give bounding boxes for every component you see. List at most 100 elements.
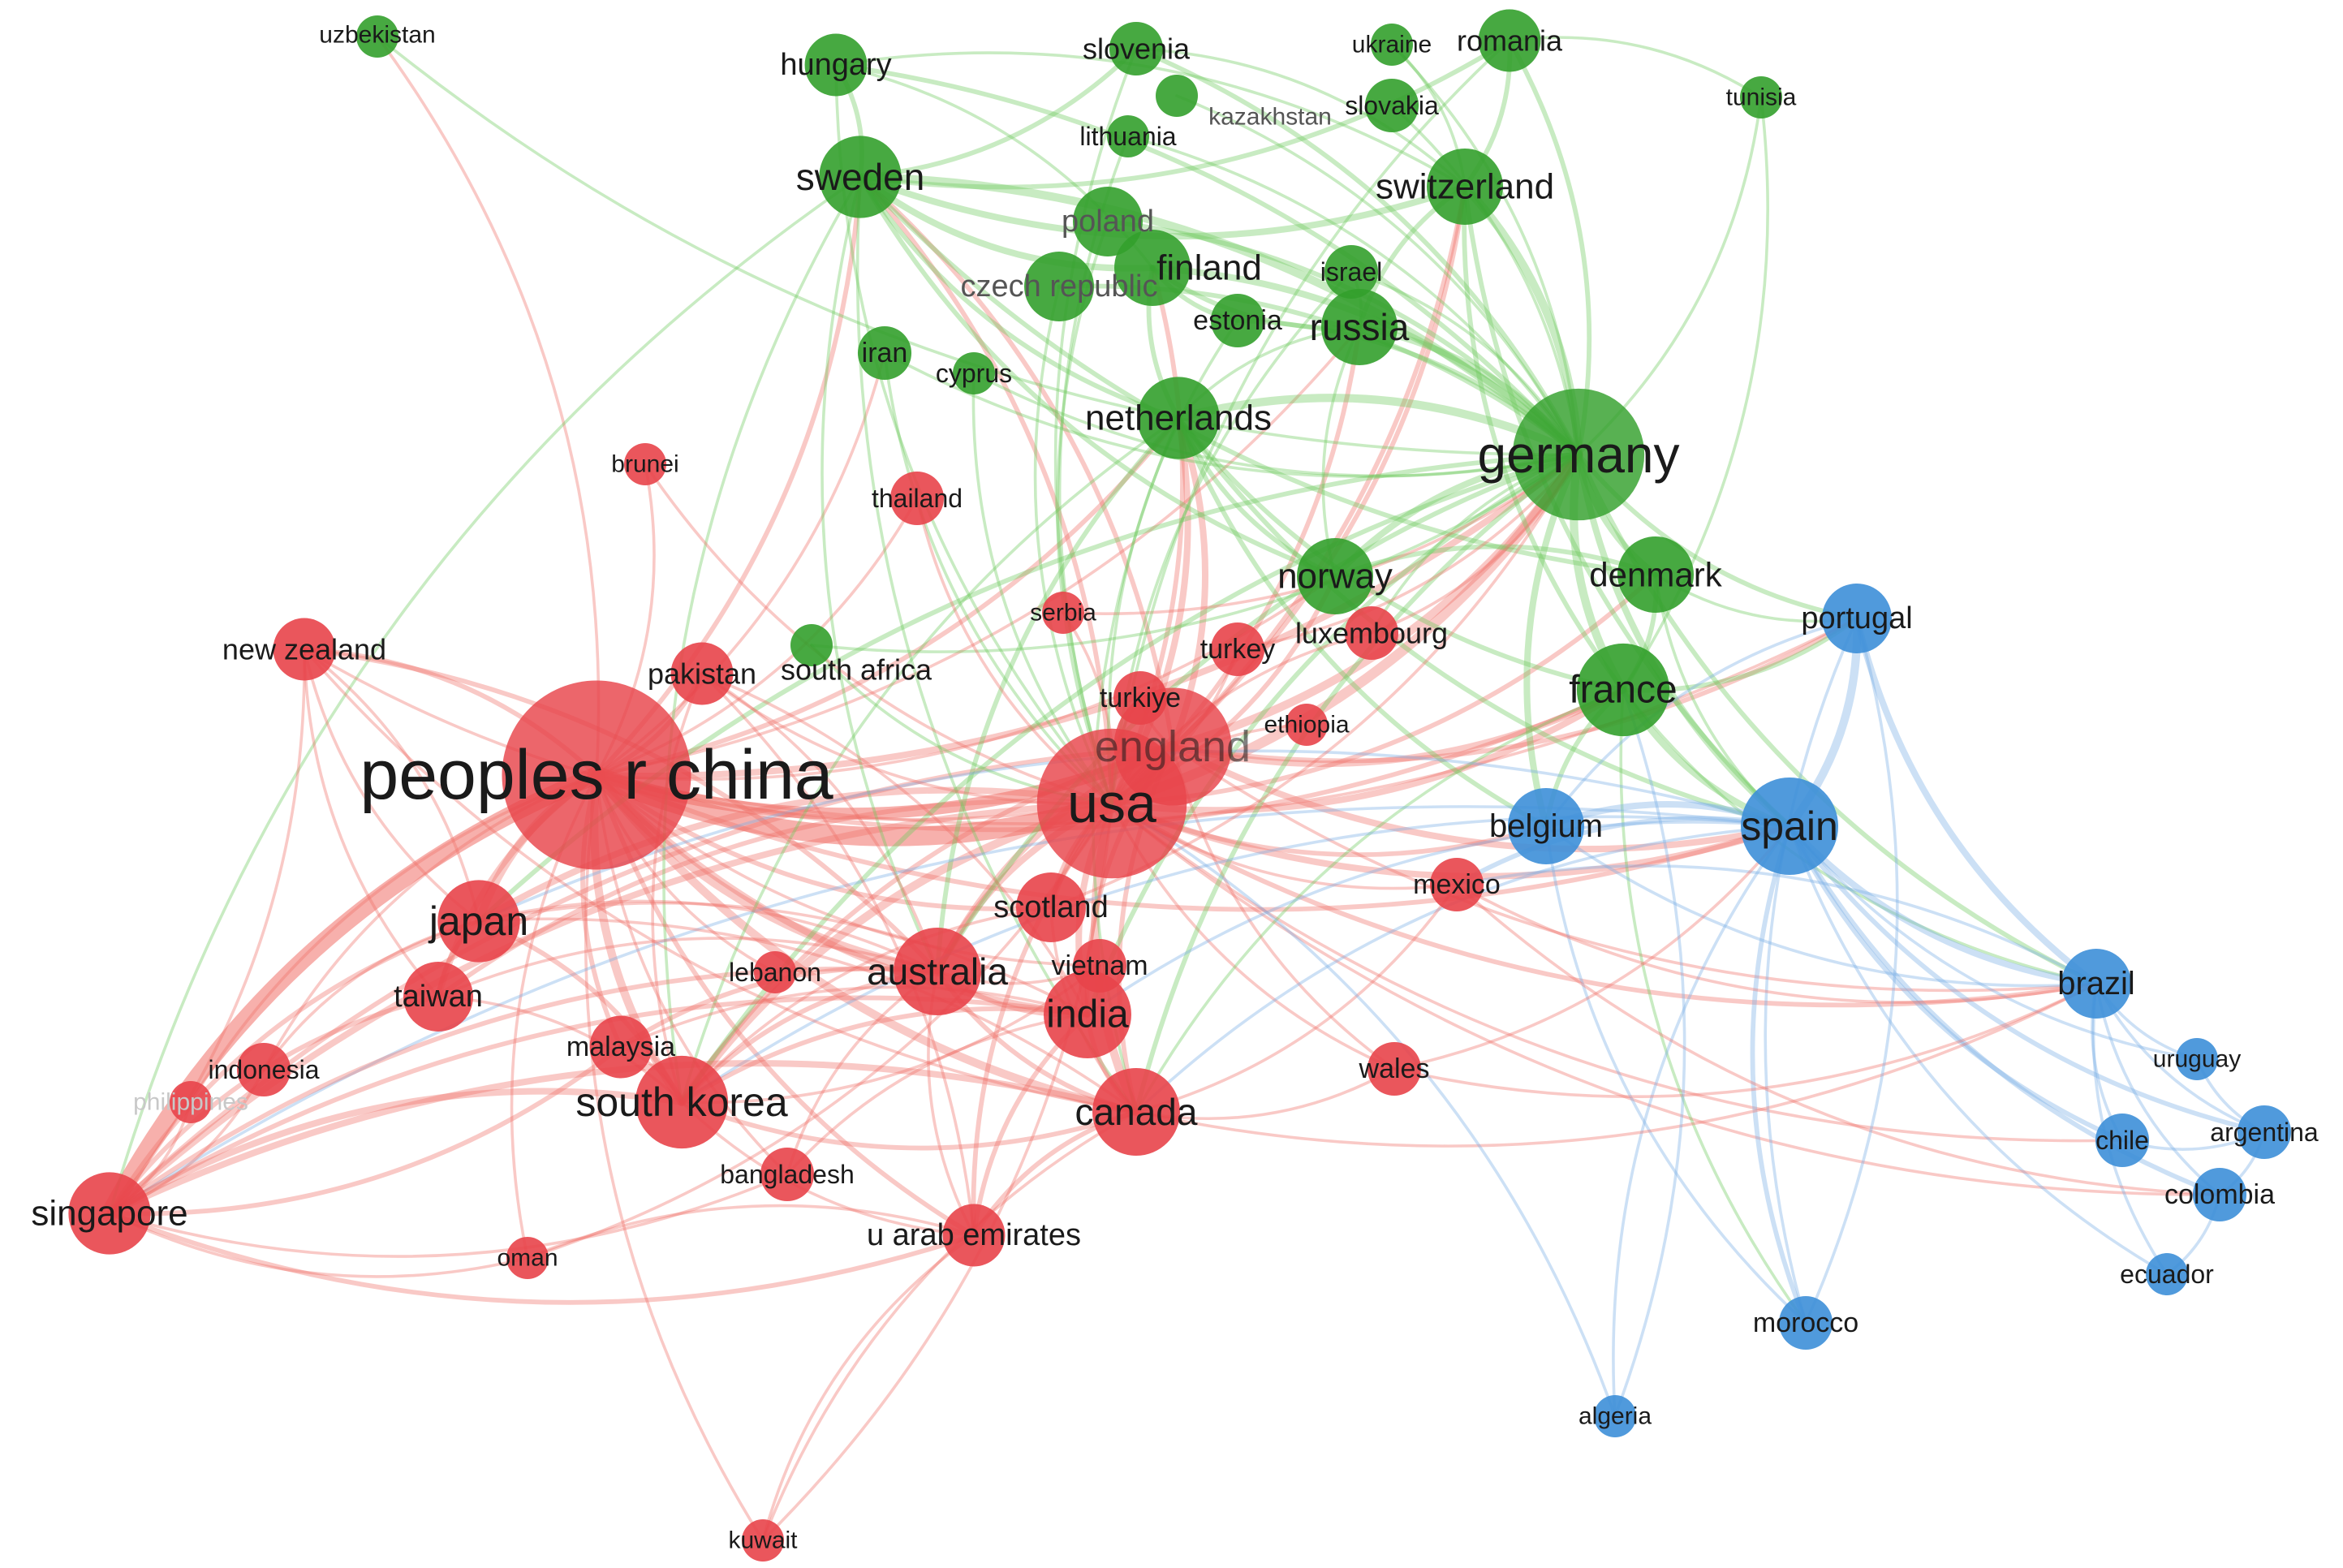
node-oman[interactable] [506,1237,549,1279]
node-norway[interactable] [1296,537,1374,615]
node-label-wales: wales [1359,1053,1430,1084]
edge-usa-france [1109,687,1626,814]
node-poland[interactable] [1073,187,1143,256]
node-portugal[interactable] [1822,584,1892,653]
node-japan[interactable] [437,880,520,963]
node-romania[interactable] [1478,9,1541,72]
node-cyprus[interactable] [953,352,995,394]
node-brunei[interactable] [624,443,666,485]
node-label-denmark: denmark [1589,556,1722,594]
node-ethiopia[interactable] [1286,704,1328,746]
node-brazil[interactable] [2061,949,2131,1019]
node-mexico[interactable] [1429,857,1484,912]
edge-peoples_r_china-singapore [101,766,605,1222]
node-france[interactable] [1576,643,1670,737]
edge-canada-brazil [1135,982,2098,1148]
edge-switzerland-hungary [834,51,1467,188]
node-chile[interactable] [2095,1113,2150,1168]
edge-france-morocco [1619,688,1807,1325]
edge-cyprus-germany [972,372,1580,478]
node-hungary[interactable] [804,33,868,97]
node-spain[interactable] [1741,778,1838,875]
node-uzbekistan[interactable] [356,15,398,58]
node-india[interactable] [1044,971,1131,1058]
edge-germany-sweden [855,172,1583,459]
node-colombia[interactable] [2192,1167,2247,1222]
node-taiwan[interactable] [403,962,473,1032]
node-sweden[interactable] [819,136,902,218]
node-iran[interactable] [857,325,912,381]
node-label-canada: canada [1075,1091,1198,1133]
node-finland[interactable] [1113,229,1191,307]
node-kuwait[interactable] [742,1519,784,1562]
edge-india-japan [477,901,1089,1016]
node-turkey[interactable] [1210,622,1265,677]
node-serbia[interactable] [1042,592,1084,634]
node-kazakhstan[interactable] [1156,75,1198,117]
edge-tunisia-romania [1508,36,1763,99]
edge-spain-chile [1787,824,2125,1143]
edge-u_arab_emirates-pakistan [700,672,976,1237]
node-indonesia[interactable] [236,1042,291,1097]
node-slovenia[interactable] [1109,21,1164,76]
node-israel[interactable] [1324,244,1379,299]
node-tunisia[interactable] [1740,76,1782,118]
edge-usa-brazil [1109,801,2099,1008]
node-russia[interactable] [1320,288,1398,366]
node-label-indonesia: indonesia [209,1055,320,1084]
node-slovakia[interactable] [1364,78,1419,133]
node-new-zealand[interactable] [273,618,336,681]
edge-new_zealand-canada [303,648,1138,1114]
node-estonia[interactable] [1210,293,1265,348]
node-label-ethiopia: ethiopia [1264,712,1349,739]
edge-sweden-south_korea [662,175,862,1104]
node-morocco[interactable] [1778,1295,1833,1350]
node-usa[interactable] [1036,728,1187,879]
edge-england-spain [1169,743,1793,853]
node-malaysia[interactable] [589,1015,653,1079]
node-canada[interactable] [1092,1068,1180,1156]
node-south-africa[interactable] [790,624,833,666]
node-u-arab-emirates[interactable] [942,1204,1006,1267]
edge-sweden-denmark [858,174,1658,577]
node-scotland[interactable] [1016,872,1086,942]
node-denmark[interactable] [1617,536,1695,614]
node-algeria[interactable] [1594,1395,1636,1437]
node-switzerland[interactable] [1426,148,1504,226]
node-luxembourg[interactable] [1344,605,1399,661]
node-lithuania[interactable] [1107,115,1149,157]
edge-australia-pakistan [700,672,939,973]
node-belgium[interactable] [1507,787,1585,865]
node-ecuador[interactable] [2146,1253,2188,1295]
node-argentina[interactable] [2237,1105,2292,1160]
edge-portugal-brazil [1854,615,2100,987]
node-philippines[interactable] [170,1081,212,1123]
node-netherlands[interactable] [1137,377,1220,459]
node-singapore[interactable] [68,1172,151,1255]
edge-denmark-norway [1333,544,1658,579]
edge-usa-chile [1110,802,2124,1143]
edge-scotland-south_korea [680,906,1053,1104]
node-germany[interactable] [1512,388,1645,521]
edge-south_africa-germany [810,453,1580,653]
edge-kuwait-usa [761,802,1113,1542]
edge-belgium-morocco [1544,825,1807,1325]
node-lebanon[interactable] [754,951,796,993]
node-pakistan[interactable] [670,642,734,705]
node-czech-republic[interactable] [1024,252,1094,321]
node-bangladesh[interactable] [760,1147,815,1202]
edge-netherlands-australia [935,416,1181,974]
edge-usa-singapore [106,800,1115,1217]
edge-germany-ukraine [1390,43,1580,456]
edge-portugal-belgium [1544,617,1858,828]
node-label-south-korea: south korea [575,1079,787,1125]
node-south-korea[interactable] [635,1055,729,1149]
edge-usa-south_korea [677,799,1117,1107]
edge-england-singapore [107,744,1175,1216]
node-australia[interactable] [894,928,981,1015]
node-wales[interactable] [1367,1041,1422,1096]
node-uruguay[interactable] [2176,1038,2218,1080]
node-ukraine[interactable] [1371,24,1413,66]
node-thailand[interactable] [889,471,945,526]
node-peoples-r-china[interactable] [502,680,691,870]
